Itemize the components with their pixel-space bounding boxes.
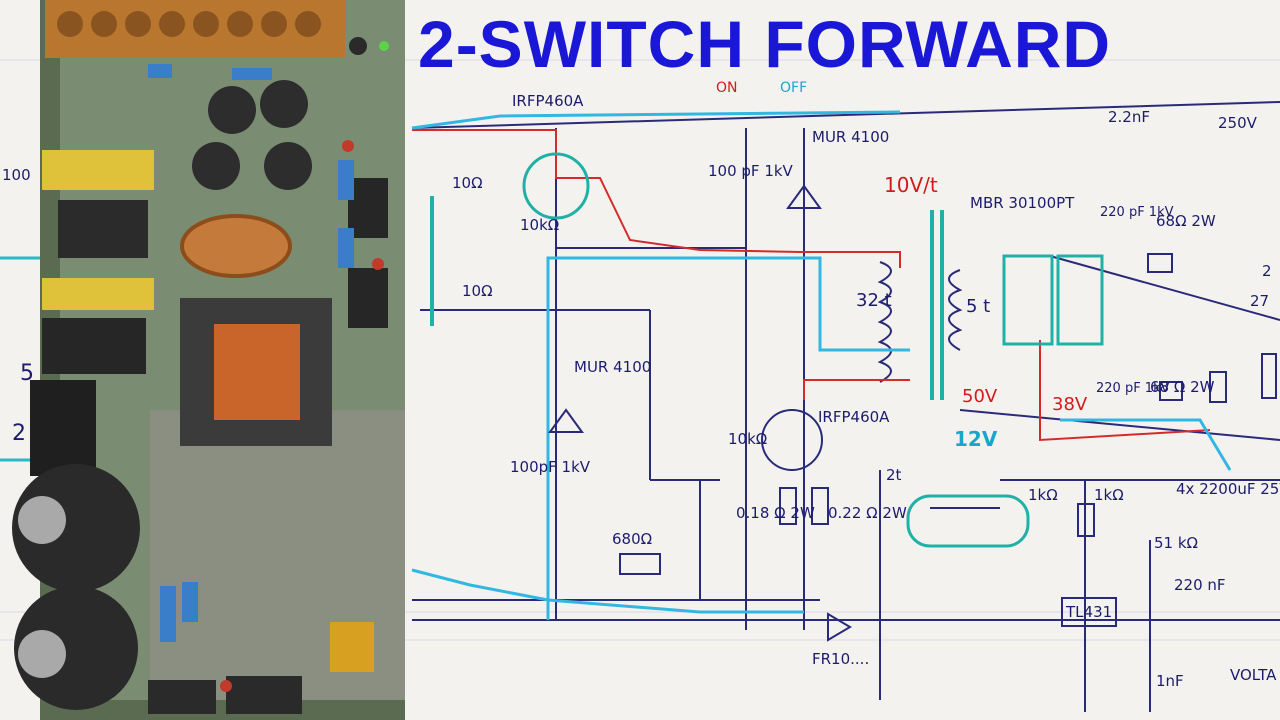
label-cap-100pf-left: 100pF 1kV	[510, 458, 591, 476]
pcb-board	[12, 0, 405, 720]
primary-coil	[877, 261, 892, 383]
label-right-2: 2	[1262, 262, 1272, 280]
res-1k-b	[1077, 503, 1095, 537]
label-secondary-turns: 5 t	[966, 296, 990, 317]
label-r-gate-top: 10Ω	[452, 174, 483, 192]
label-r-gate-bot: 10Ω	[462, 282, 493, 300]
left-label-2: 2	[12, 421, 26, 446]
label-snub-cap-bot: 220 pF 1kV	[1096, 381, 1170, 396]
label-cap-top-v: 250V	[1218, 114, 1258, 132]
bridge-rectifier	[42, 318, 146, 374]
label-out-caps: 4x 2200uF 25V	[1176, 480, 1280, 498]
label-right-27: 27	[1250, 292, 1269, 310]
out-cap	[1209, 371, 1227, 403]
label-r-sense2: 0.22 Ω 2W	[828, 504, 907, 522]
label-off: OFF	[780, 80, 807, 96]
label-cap-top: 2.2nF	[1108, 108, 1150, 126]
res-68-top	[1147, 253, 1173, 273]
diode-fr	[827, 612, 852, 642]
mosfet-top-symbol	[522, 152, 590, 220]
label-diode-top: MUR 4100	[812, 128, 889, 146]
label-diode-fr: FR10....	[812, 650, 869, 668]
heatsink-left	[30, 380, 96, 476]
label-r680: 680Ω	[612, 530, 652, 548]
label-primary-turns: 32 t	[856, 290, 892, 311]
x-cap-2	[42, 278, 154, 310]
label-snub-cap-top: 220 pF 1kV	[1100, 205, 1174, 220]
bulk-cap-2	[14, 586, 138, 710]
label-snub-res-top: 68Ω 2W	[1156, 212, 1216, 230]
label-38v: 38V	[1052, 394, 1088, 415]
label-q-bottom: IRFP460A	[818, 408, 890, 426]
optocoupler-symbol	[906, 494, 1030, 548]
pot-knob	[349, 37, 367, 55]
label-50v: 50V	[962, 386, 998, 407]
res-68-bot	[1159, 381, 1183, 401]
cap-top-3	[192, 142, 240, 190]
label-voltage-adj: VOLTA ADJUS	[1230, 666, 1280, 684]
label-tl431: TL431	[1065, 603, 1112, 621]
label-diode-left: MUR 4100	[574, 358, 651, 376]
red-current-path	[412, 129, 901, 268]
res-018	[779, 487, 797, 525]
cyan-current-path	[411, 110, 901, 130]
schottky-box-1	[1002, 254, 1054, 346]
label-q-top: IRFP460A	[512, 92, 584, 110]
res-022	[811, 487, 829, 525]
bulk-cap-1	[12, 464, 140, 592]
label-r51k: 51 kΩ	[1154, 534, 1198, 552]
label-r1k-b: 1kΩ	[1094, 486, 1124, 504]
diagram-title: 2-SWITCH FORWARD	[418, 7, 1112, 81]
label-snub-res-bot: 68 Ω 2W	[1150, 378, 1215, 396]
label-c220nf: 220 nF	[1174, 576, 1226, 594]
diode-left	[548, 408, 584, 433]
mosfet-bottom-symbol	[761, 409, 823, 471]
tl431-box	[1061, 597, 1117, 627]
choke	[58, 200, 148, 258]
label-cap-100pf-top: 100 pF 1kV	[708, 162, 794, 180]
left-label-5: 5	[20, 361, 34, 386]
label-opto-t: 2t	[886, 466, 902, 484]
label-c1nf: 1nF	[1156, 672, 1184, 690]
diode-top	[786, 184, 822, 209]
res-680	[619, 553, 661, 575]
label-schottky: MBR 30100PT	[970, 194, 1075, 212]
cap-top-1	[208, 86, 256, 134]
schottky-box-2	[1056, 254, 1104, 346]
label-volt-per-turn: 10V/t	[884, 173, 938, 197]
label-12v: 12V	[954, 427, 998, 451]
secondary-coil	[948, 269, 963, 351]
label-r-gs-bot: 10kΩ	[728, 430, 767, 448]
led-green	[379, 41, 389, 51]
label-r-gs-top: 10kΩ	[520, 216, 559, 234]
cap-top-2	[260, 80, 308, 128]
left-label-100: 100	[2, 166, 31, 184]
toroid-inductor	[180, 214, 292, 278]
schematic-wires	[411, 101, 1280, 712]
cap-top-4	[264, 142, 312, 190]
label-r-sense1: 0.18 Ω 2W	[736, 504, 815, 522]
small-transformer	[330, 622, 374, 672]
x-cap-1	[42, 150, 154, 190]
label-r1k-a: 1kΩ	[1028, 486, 1058, 504]
label-on: ON	[716, 80, 738, 96]
